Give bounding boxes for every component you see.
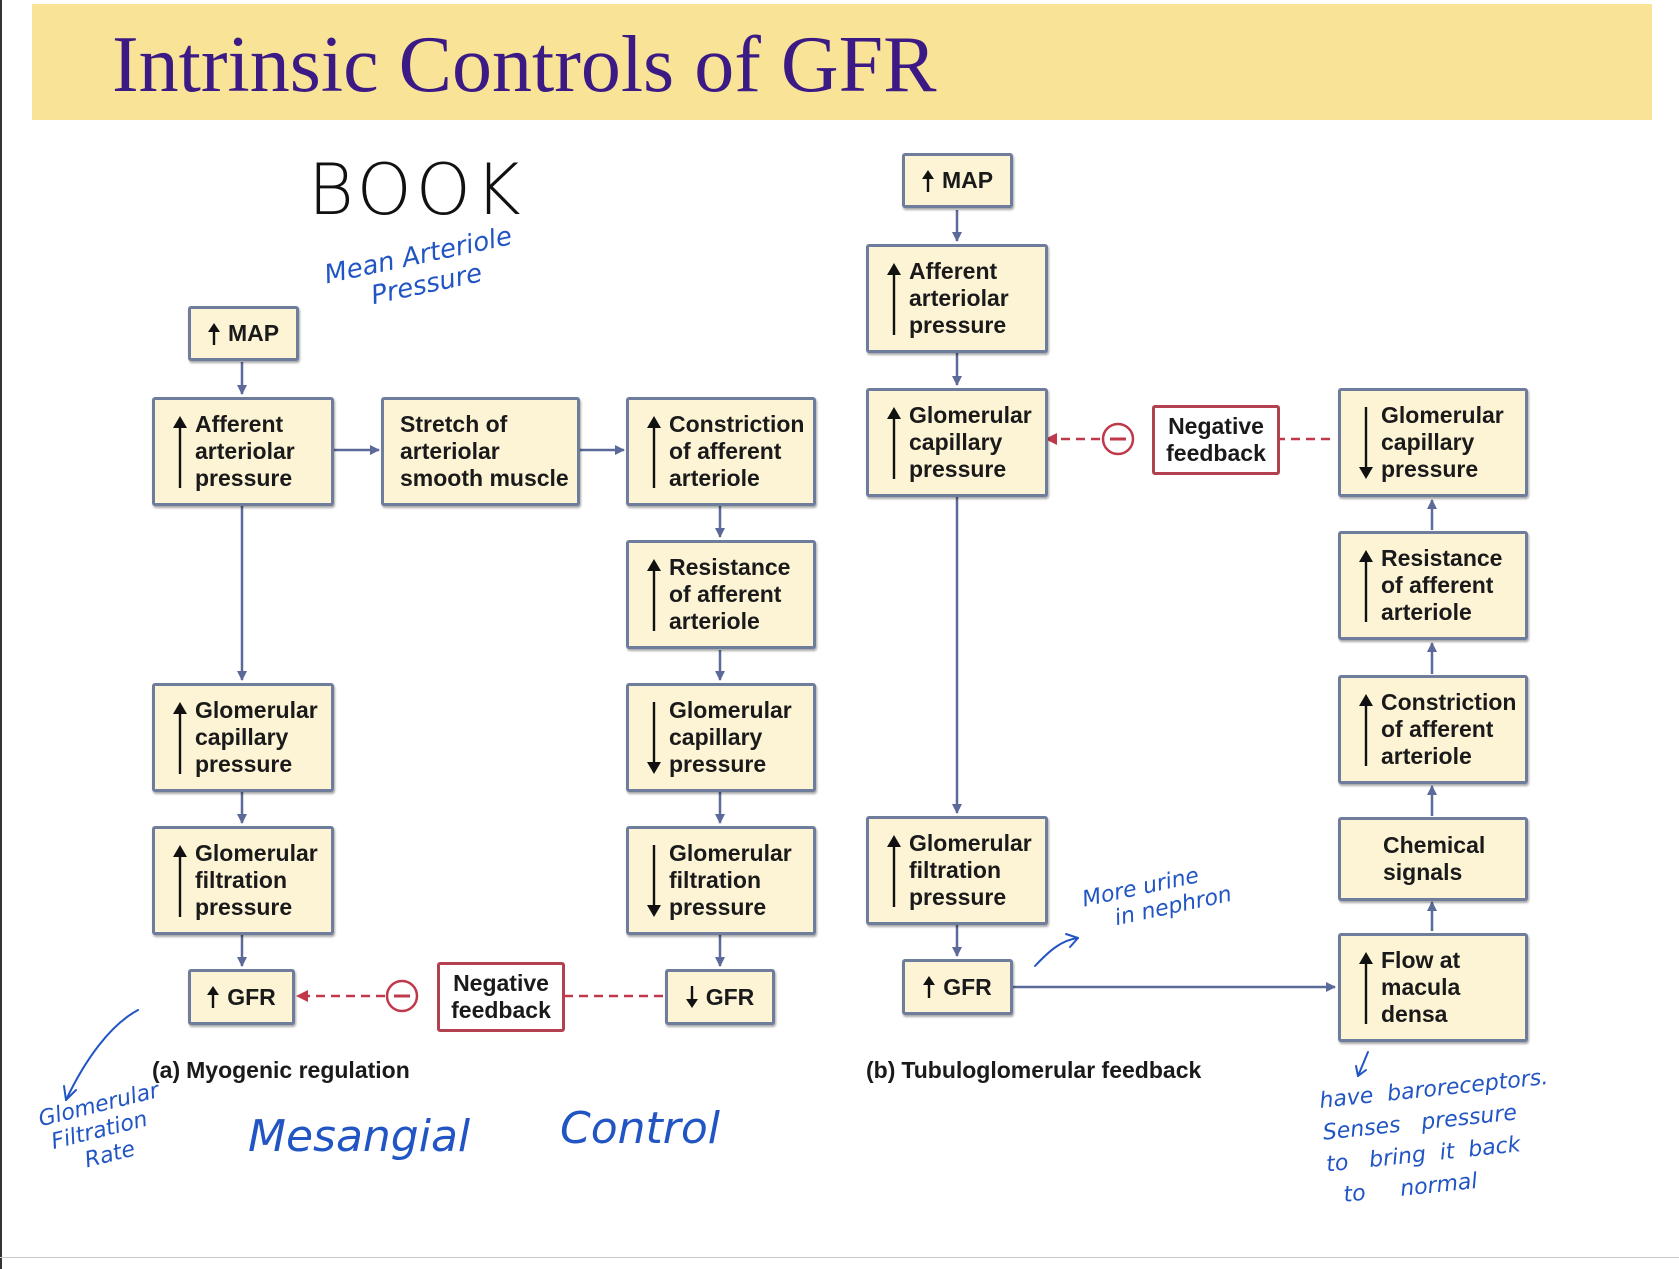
b-chemical-box: Chemical signals: [1338, 817, 1528, 901]
bottom-rule: [0, 1257, 1679, 1258]
b-map-label: MAP: [941, 167, 994, 193]
a-glom-cap-down-box: Glomerular capillary pressure: [626, 683, 816, 792]
urine-pointer-stroke: [1034, 937, 1079, 967]
a-resistance-label: Resistance of afferent arteriole: [669, 554, 791, 634]
b-negative-feedback-box: Negative feedback: [1152, 405, 1280, 475]
a-glom-filt-up-box: Glomerular filtration pressure: [152, 826, 334, 935]
up-arrow-icon: [173, 701, 187, 774]
up-arrow-icon: [1359, 951, 1373, 1024]
b-resistance-label: Resistance of afferent arteriole: [1381, 545, 1503, 625]
a-gfr-up-label: GFR: [227, 983, 276, 1010]
a-stretch-box: Stretch of arteriolar smooth muscle: [381, 397, 580, 506]
up-arrow-icon: [647, 558, 661, 631]
b-constriction-box: Constriction of afferent arteriole: [1338, 675, 1528, 784]
handwritten-control: Control: [560, 1103, 721, 1154]
b-gfr-up-label: GFR: [943, 973, 992, 1000]
a-caption: (a)Myogenic regulation: [152, 1057, 410, 1084]
b-glom-cap-down-label: Glomerular capillary pressure: [1381, 402, 1504, 482]
b-constriction-label: Constriction of afferent arteriole: [1381, 689, 1517, 769]
a-glom-cap-down-label: Glomerular capillary pressure: [669, 697, 792, 777]
a-resistance-box: Resistance of afferent arteriole: [626, 540, 816, 649]
b-caption: (b)Tubuloglomerular feedback: [866, 1057, 1201, 1084]
up-arrow-icon: [921, 169, 934, 192]
a-caption-text: Myogenic regulation: [186, 1057, 410, 1083]
b-map-box: MAP: [902, 153, 1013, 208]
a-stretch-label: Stretch of arteriolar smooth muscle: [400, 411, 569, 491]
b-glom-cap-up-box: Glomerular capillary pressure: [866, 388, 1048, 497]
b-caption-tag: (b): [866, 1057, 896, 1083]
up-arrow-icon: [207, 986, 220, 1008]
handwritten-book: BOOK: [308, 149, 525, 231]
up-arrow-icon: [887, 406, 901, 479]
a-glom-cap-up-label: Glomerular capillary pressure: [195, 697, 318, 777]
gfr-pointer-stroke: [65, 1009, 139, 1101]
a-afferent-pressure-box: Afferent arteriolar pressure: [152, 397, 334, 506]
down-arrow-icon: [685, 986, 698, 1008]
a-gfr-down-box: GFR: [665, 969, 775, 1025]
up-arrow-icon: [173, 844, 187, 917]
b-macula-label: Flow at macula densa: [1381, 947, 1461, 1027]
b-afferent-pressure-box: Afferent arteriolar pressure: [866, 244, 1048, 353]
a-constriction-box: Constriction of afferent arteriole: [626, 397, 816, 506]
up-arrow-icon: [1359, 693, 1373, 766]
a-glom-filt-down-box: Glomerular filtration pressure: [626, 826, 816, 935]
b-resistance-box: Resistance of afferent arteriole: [1338, 531, 1528, 640]
b-gfr-up-box: GFR: [902, 959, 1013, 1015]
macula-pointer-stroke: [1357, 1051, 1369, 1077]
handwritten-baroreceptors: have baroreceptors. Senses pressure to b…: [1318, 1064, 1550, 1210]
up-arrow-icon: [647, 415, 661, 488]
b-caption-text: Tubuloglomerular feedback: [901, 1057, 1202, 1083]
a-map-box: MAP: [188, 306, 299, 361]
handwritten-mesangial: Mesangial: [248, 1111, 471, 1162]
a-constriction-label: Constriction of afferent arteriole: [669, 411, 805, 491]
a-gfr-up-box: GFR: [188, 969, 295, 1025]
down-arrow-icon: [647, 701, 661, 774]
a-glom-filt-down-label: Glomerular filtration pressure: [669, 840, 792, 920]
up-arrow-icon: [173, 415, 187, 488]
title-banner: [32, 4, 1652, 120]
a-afferent-pressure-label: Afferent arteriolar pressure: [195, 411, 295, 491]
up-arrow-icon: [1359, 549, 1373, 622]
page-title: Intrinsic Controls of GFR: [112, 21, 937, 109]
a-glom-cap-up-box: Glomerular capillary pressure: [152, 683, 334, 792]
b-afferent-pressure-label: Afferent arteriolar pressure: [909, 258, 1009, 338]
a-negative-feedback-box: Negative feedback: [437, 962, 565, 1032]
up-arrow-icon: [923, 976, 936, 998]
b-glom-cap-down-box: Glomerular capillary pressure: [1338, 388, 1528, 497]
b-glom-filt-up-box: Glomerular filtration pressure: [866, 816, 1048, 925]
down-arrow-icon: [647, 844, 661, 917]
left-border: [0, 0, 2, 1269]
a-caption-tag: (a): [152, 1057, 181, 1083]
a-map-label: MAP: [227, 320, 280, 346]
a-gfr-down-label: GFR: [705, 983, 755, 1010]
b-glom-cap-up-label: Glomerular capillary pressure: [909, 402, 1032, 482]
b-macula-box: Flow at macula densa: [1338, 933, 1528, 1042]
b-glom-filt-up-label: Glomerular filtration pressure: [909, 830, 1032, 910]
a-glom-filt-up-label: Glomerular filtration pressure: [195, 840, 318, 920]
down-arrow-icon: [1359, 406, 1373, 479]
b-chemical-label: Chemical signals: [1383, 832, 1486, 885]
up-arrow-icon: [887, 834, 901, 907]
up-arrow-icon: [207, 322, 220, 345]
up-arrow-icon: [887, 262, 901, 335]
